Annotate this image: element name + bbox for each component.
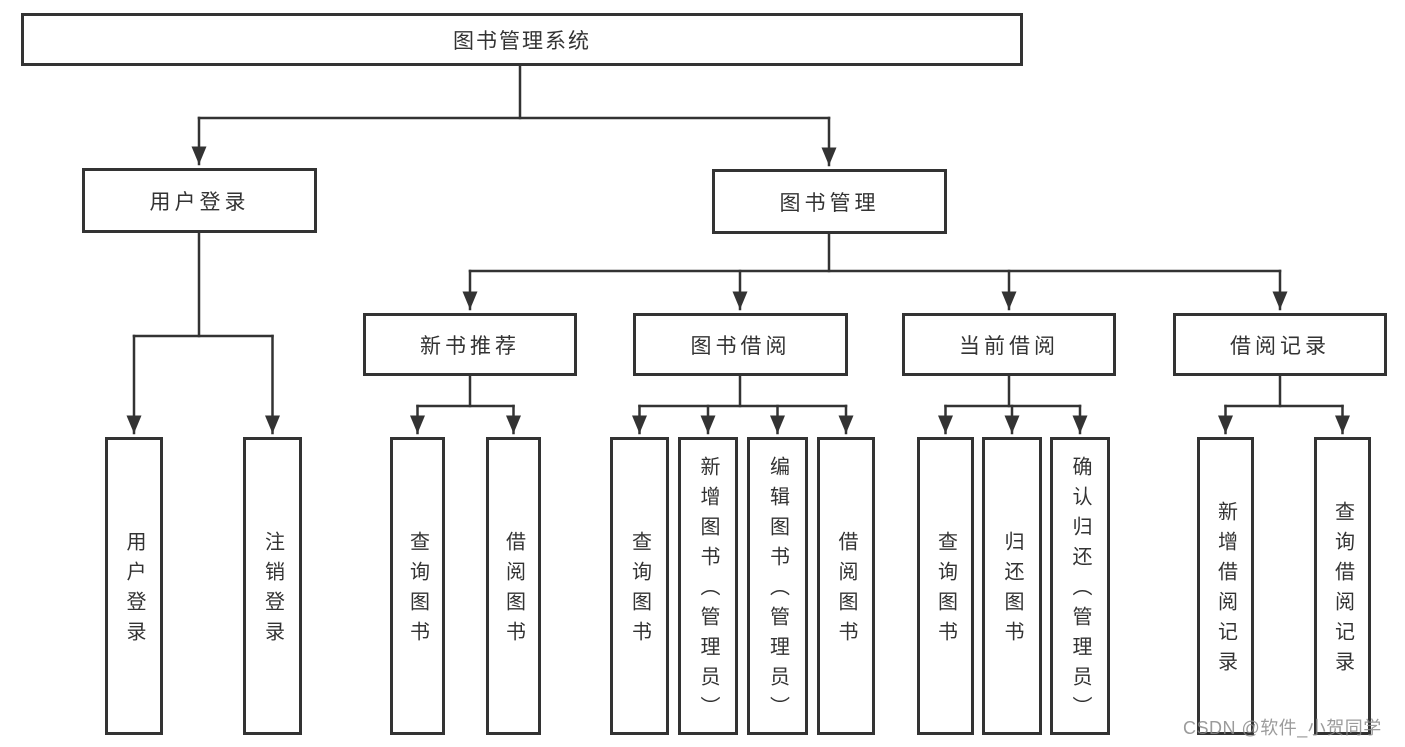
node-label: 用户登录 [123,531,145,651]
leaf-query-books-borrowing: 查询图书 [610,437,669,735]
node-label: 新书推荐 [420,334,520,358]
node-label: 新增借阅记录 [1214,501,1237,681]
node-label: 借阅图书 [502,531,525,651]
node-label: 注销登录 [261,531,284,651]
node-label: 确认归还（管理员） [1069,456,1091,726]
node-book-management: 图书管理 [712,169,947,234]
node-label: 借阅图书 [835,531,857,651]
node-label: 图书管理 [779,191,880,215]
node-label: 图书借阅 [690,334,791,358]
node-label: 当前借阅 [959,334,1059,358]
node-label: 查询图书 [628,531,651,651]
node-library-management-system: 图书管理系统 [21,13,1023,66]
node-label: 用户登录 [149,190,250,214]
leaf-logout: 注销登录 [243,437,302,735]
node-label: 查询图书 [406,531,429,651]
leaf-return-books: 归还图书 [982,437,1042,735]
leaf-borrow-books-recommendation: 借阅图书 [486,437,541,735]
node-label: 归还图书 [1001,531,1023,651]
leaf-edit-books-admin: 编辑图书（管理员） [747,437,808,735]
leaf-confirm-return-admin: 确认归还（管理员） [1050,437,1110,735]
node-user-login: 用户登录 [82,168,317,233]
leaf-add-books-admin: 新增图书（管理员） [678,437,738,735]
leaf-borrow-books: 借阅图书 [817,437,875,735]
node-label: 查询图书 [934,531,957,651]
node-label: 图书管理系统 [453,29,591,53]
node-label: 编辑图书（管理员） [766,456,789,726]
node-borrowing-records: 借阅记录 [1173,313,1387,376]
leaf-query-borrow-record: 查询借阅记录 [1314,437,1371,735]
node-current-borrowing: 当前借阅 [902,313,1116,376]
node-book-borrowing: 图书借阅 [633,313,848,376]
leaf-user-login: 用户登录 [105,437,163,735]
leaf-add-borrow-record: 新增借阅记录 [1197,437,1254,735]
node-new-book-recommendation: 新书推荐 [363,313,577,376]
node-label: 查询借阅记录 [1331,501,1354,681]
node-label: 借阅记录 [1230,334,1330,358]
leaf-query-books-current: 查询图书 [917,437,974,735]
csdn-watermark: CSDN @软件_小贺同学 [1183,718,1382,738]
node-label: 新增图书（管理员） [697,456,719,726]
leaf-query-books-recommendation: 查询图书 [390,437,445,735]
